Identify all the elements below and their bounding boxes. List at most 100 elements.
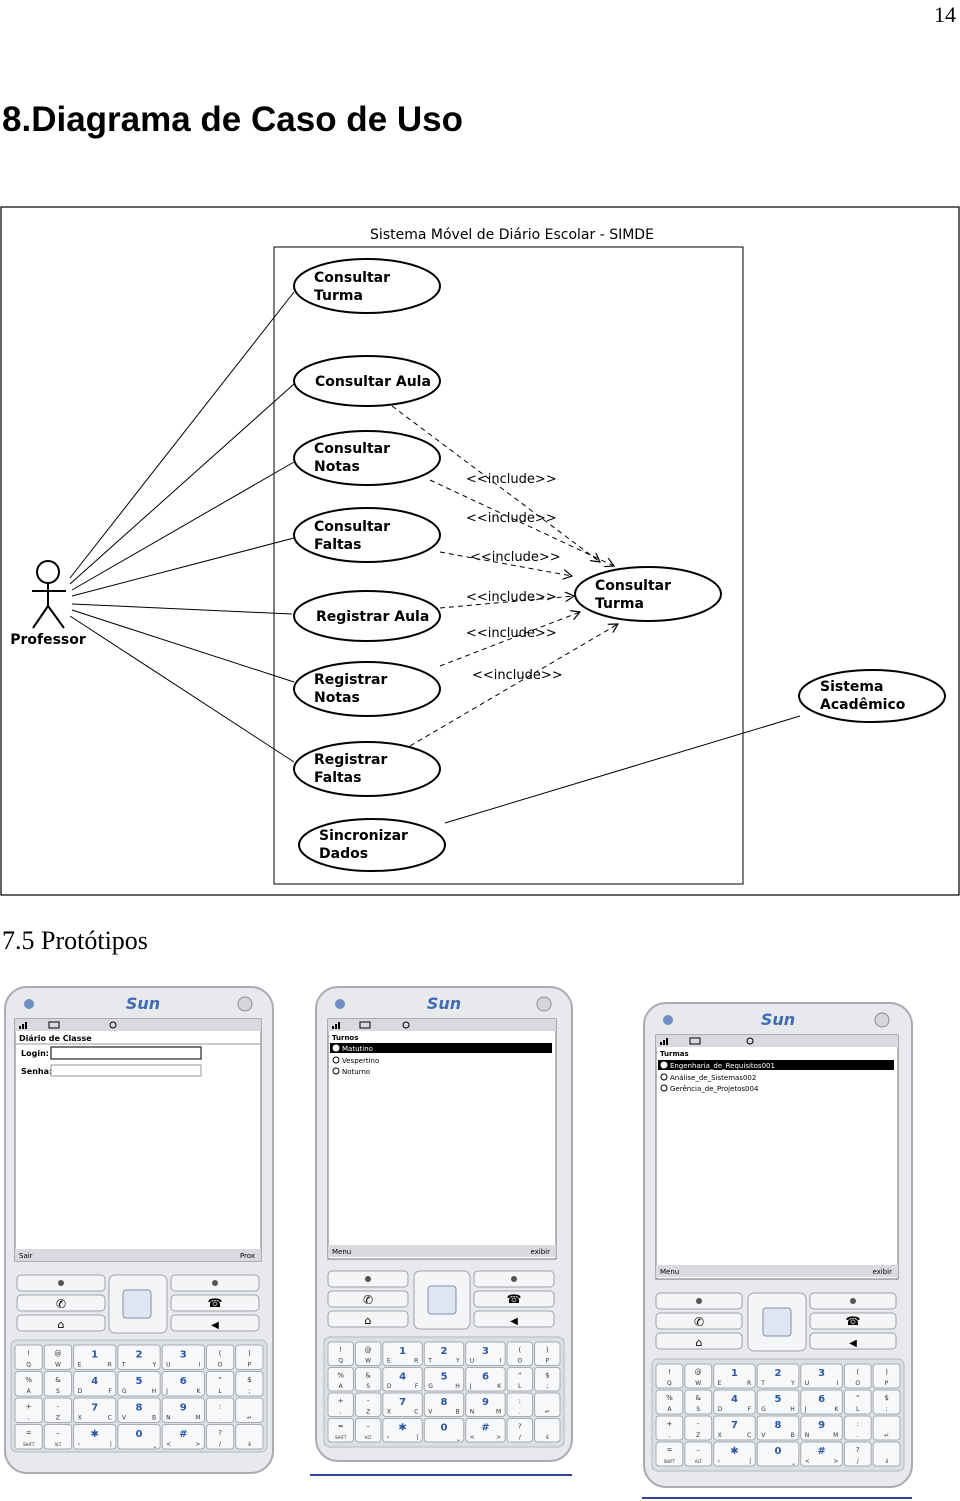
keypad-key[interactable] bbox=[465, 1341, 506, 1366]
keypad-key[interactable] bbox=[382, 1418, 423, 1443]
keypad-key[interactable] bbox=[800, 1415, 843, 1441]
keypad-key[interactable] bbox=[161, 1344, 205, 1370]
keypad-key[interactable] bbox=[73, 1371, 117, 1397]
option-engenharia[interactable]: Engenharia_de_Requisitos001 bbox=[670, 1062, 775, 1070]
keypad-key[interactable] bbox=[43, 1371, 73, 1397]
radio[interactable] bbox=[332, 1056, 340, 1064]
keypad-key[interactable] bbox=[354, 1418, 382, 1443]
keypad-key[interactable] bbox=[354, 1367, 382, 1392]
keypad-key[interactable] bbox=[423, 1367, 465, 1392]
keypad-key[interactable] bbox=[713, 1441, 756, 1467]
keypad-key[interactable] bbox=[235, 1424, 264, 1450]
keypad-key[interactable] bbox=[713, 1363, 756, 1389]
power-button-icon[interactable] bbox=[874, 1012, 890, 1028]
keypad-key[interactable] bbox=[43, 1424, 73, 1450]
keypad-key[interactable] bbox=[534, 1392, 561, 1417]
keypad-key[interactable] bbox=[161, 1397, 205, 1423]
keypad-key[interactable] bbox=[117, 1371, 161, 1397]
keypad-key[interactable] bbox=[506, 1341, 534, 1366]
softkey-left[interactable]: Menu bbox=[332, 1248, 351, 1256]
keypad-key[interactable] bbox=[205, 1424, 235, 1450]
keypad-key[interactable] bbox=[872, 1415, 901, 1441]
back-button[interactable] bbox=[170, 1314, 260, 1332]
keypad-key[interactable] bbox=[73, 1344, 117, 1370]
keypad-key[interactable] bbox=[684, 1415, 713, 1441]
keypad-key[interactable] bbox=[684, 1389, 713, 1415]
keypad-key[interactable] bbox=[713, 1415, 756, 1441]
home-button[interactable] bbox=[655, 1332, 743, 1350]
keypad-key[interactable] bbox=[843, 1363, 872, 1389]
keypad-key[interactable] bbox=[73, 1397, 117, 1423]
keypad-key[interactable] bbox=[465, 1418, 506, 1443]
keypad-key[interactable] bbox=[327, 1367, 354, 1392]
keypad-key[interactable] bbox=[872, 1389, 901, 1415]
keypad-key[interactable] bbox=[872, 1363, 901, 1389]
back-button[interactable] bbox=[473, 1310, 555, 1328]
keypad-key[interactable] bbox=[14, 1344, 43, 1370]
keypad-key[interactable] bbox=[205, 1344, 235, 1370]
keypad-key[interactable] bbox=[800, 1389, 843, 1415]
keypad-key[interactable] bbox=[14, 1371, 43, 1397]
keypad-key[interactable] bbox=[534, 1367, 561, 1392]
end-call-button[interactable] bbox=[473, 1290, 555, 1308]
softkey-right[interactable]: exibir bbox=[872, 1268, 892, 1276]
option-vespertino[interactable]: Vespertino bbox=[342, 1057, 379, 1065]
dpad-center-button[interactable] bbox=[427, 1285, 457, 1315]
keypad-key[interactable] bbox=[117, 1424, 161, 1450]
keypad-key[interactable] bbox=[506, 1392, 534, 1417]
keypad-key[interactable] bbox=[655, 1389, 684, 1415]
softkey-left[interactable]: Sair bbox=[19, 1252, 33, 1260]
keypad-key[interactable] bbox=[205, 1371, 235, 1397]
keypad-key[interactable] bbox=[655, 1415, 684, 1441]
keypad-key[interactable] bbox=[161, 1424, 205, 1450]
home-button[interactable] bbox=[327, 1310, 409, 1328]
keypad-key[interactable] bbox=[872, 1441, 901, 1467]
keypad-key[interactable] bbox=[800, 1363, 843, 1389]
keypad-key[interactable] bbox=[327, 1341, 354, 1366]
keypad-key[interactable] bbox=[843, 1415, 872, 1441]
radio[interactable] bbox=[660, 1073, 668, 1081]
senha-field[interactable] bbox=[50, 1064, 202, 1077]
dpad-center-button[interactable] bbox=[122, 1289, 152, 1319]
keypad-key[interactable] bbox=[684, 1363, 713, 1389]
keypad-key[interactable] bbox=[800, 1441, 843, 1467]
keypad-key[interactable] bbox=[655, 1441, 684, 1467]
keypad-key[interactable] bbox=[14, 1424, 43, 1450]
radio-selected[interactable] bbox=[332, 1044, 340, 1052]
keypad-key[interactable] bbox=[534, 1341, 561, 1366]
keypad-key[interactable] bbox=[506, 1418, 534, 1443]
keypad-key[interactable] bbox=[756, 1363, 800, 1389]
keypad-key[interactable] bbox=[506, 1367, 534, 1392]
keypad-key[interactable] bbox=[655, 1363, 684, 1389]
option-noturno[interactable]: Noturno bbox=[342, 1068, 370, 1076]
softkey-right[interactable]: exibir bbox=[530, 1248, 550, 1256]
keypad-key[interactable] bbox=[534, 1418, 561, 1443]
keypad-key[interactable] bbox=[235, 1344, 264, 1370]
keypad-key[interactable] bbox=[756, 1415, 800, 1441]
call-button[interactable] bbox=[655, 1312, 743, 1330]
keypad-key[interactable] bbox=[354, 1392, 382, 1417]
login-field[interactable] bbox=[50, 1046, 202, 1060]
keypad-key[interactable] bbox=[423, 1418, 465, 1443]
back-button[interactable] bbox=[809, 1332, 897, 1350]
keypad-key[interactable] bbox=[161, 1371, 205, 1397]
home-button[interactable] bbox=[16, 1314, 106, 1332]
keypad-key[interactable] bbox=[382, 1392, 423, 1417]
keypad-key[interactable] bbox=[117, 1397, 161, 1423]
keypad-key[interactable] bbox=[465, 1367, 506, 1392]
keypad-key[interactable] bbox=[235, 1397, 264, 1423]
option-analise[interactable]: Análise_de_Sistemas002 bbox=[670, 1074, 756, 1082]
keypad-key[interactable] bbox=[117, 1344, 161, 1370]
radio-selected[interactable] bbox=[660, 1061, 668, 1069]
keypad-key[interactable] bbox=[465, 1392, 506, 1417]
option-matutino[interactable]: Matutino bbox=[342, 1045, 373, 1053]
call-button[interactable] bbox=[16, 1294, 106, 1312]
keypad-key[interactable] bbox=[382, 1367, 423, 1392]
keypad-key[interactable] bbox=[843, 1441, 872, 1467]
keypad-key[interactable] bbox=[713, 1389, 756, 1415]
keypad-key[interactable] bbox=[205, 1397, 235, 1423]
dpad-center-button[interactable] bbox=[762, 1307, 792, 1337]
keypad-key[interactable] bbox=[423, 1341, 465, 1366]
end-call-button[interactable] bbox=[809, 1312, 897, 1330]
option-gerencia[interactable]: Gerência_de_Projetos004 bbox=[670, 1085, 759, 1093]
